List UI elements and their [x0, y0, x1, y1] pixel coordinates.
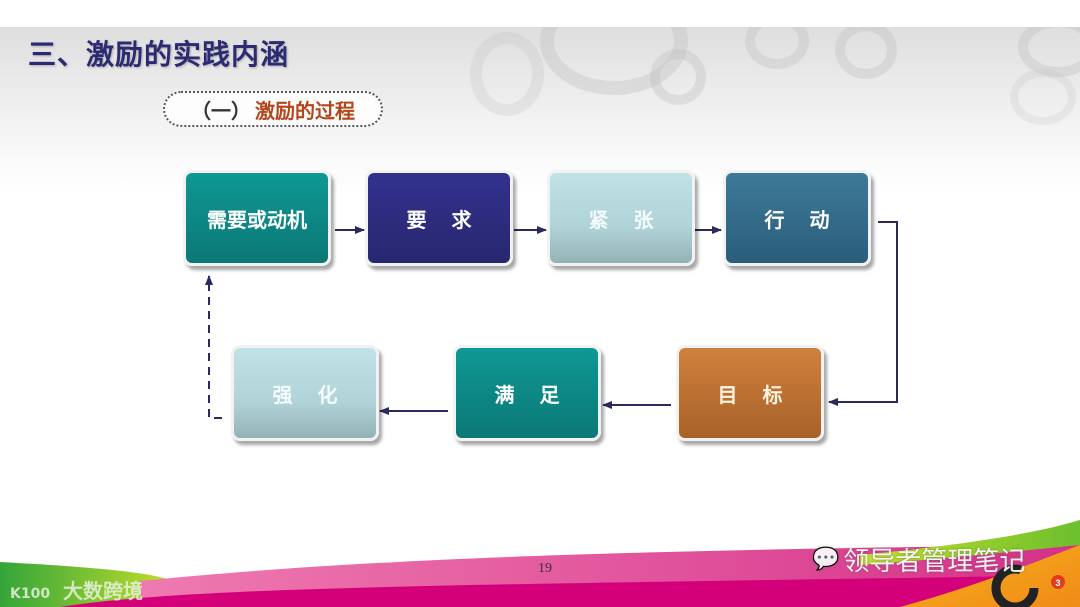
slide [0, 27, 1080, 607]
swirl-decoration [835, 27, 897, 79]
node-label: 满 足 [494, 382, 560, 407]
node-label: 强 化 [272, 382, 338, 407]
section-subtitle: （一） 激励的过程 [163, 91, 383, 127]
node-satisfaction: 满 足 [453, 345, 601, 441]
node-need-motive: 需要或动机 [183, 170, 331, 266]
node-label: 行 动 [764, 207, 830, 232]
slide-title: 三、激励的实践内涵 [28, 38, 290, 71]
node-reinforcement: 强 化 [231, 345, 379, 441]
top-margin [0, 0, 1080, 27]
wechat-icon: 💬 [812, 547, 840, 572]
k100-logo-icon: K100 [10, 586, 51, 602]
watermark-left-text: 大数跨境 [63, 579, 144, 603]
swirl-decoration [745, 27, 809, 69]
node-action: 行 动 [723, 170, 871, 266]
swirl-decoration [1010, 69, 1076, 125]
subtitle-number: （一） [191, 98, 251, 123]
watermark-left: K100 大数跨境 [10, 575, 143, 604]
watermark-right-text: 领导者管理笔记 [843, 547, 1026, 577]
node-label: 需要或动机 [207, 207, 307, 232]
swirl-decoration [650, 49, 706, 105]
node-label: 要 求 [406, 207, 472, 232]
subtitle-text: 激励的过程 [255, 98, 355, 123]
watermark-right: 💬 领导者管理笔记 [812, 541, 1025, 578]
node-demand: 要 求 [365, 170, 513, 266]
page-number: 19 [538, 561, 552, 576]
node-label: 目 标 [717, 382, 783, 407]
node-label: 紧 张 [588, 207, 654, 232]
node-tension: 紧 张 [547, 170, 695, 266]
swirl-decoration [470, 32, 544, 116]
node-goal: 目 标 [676, 345, 824, 441]
